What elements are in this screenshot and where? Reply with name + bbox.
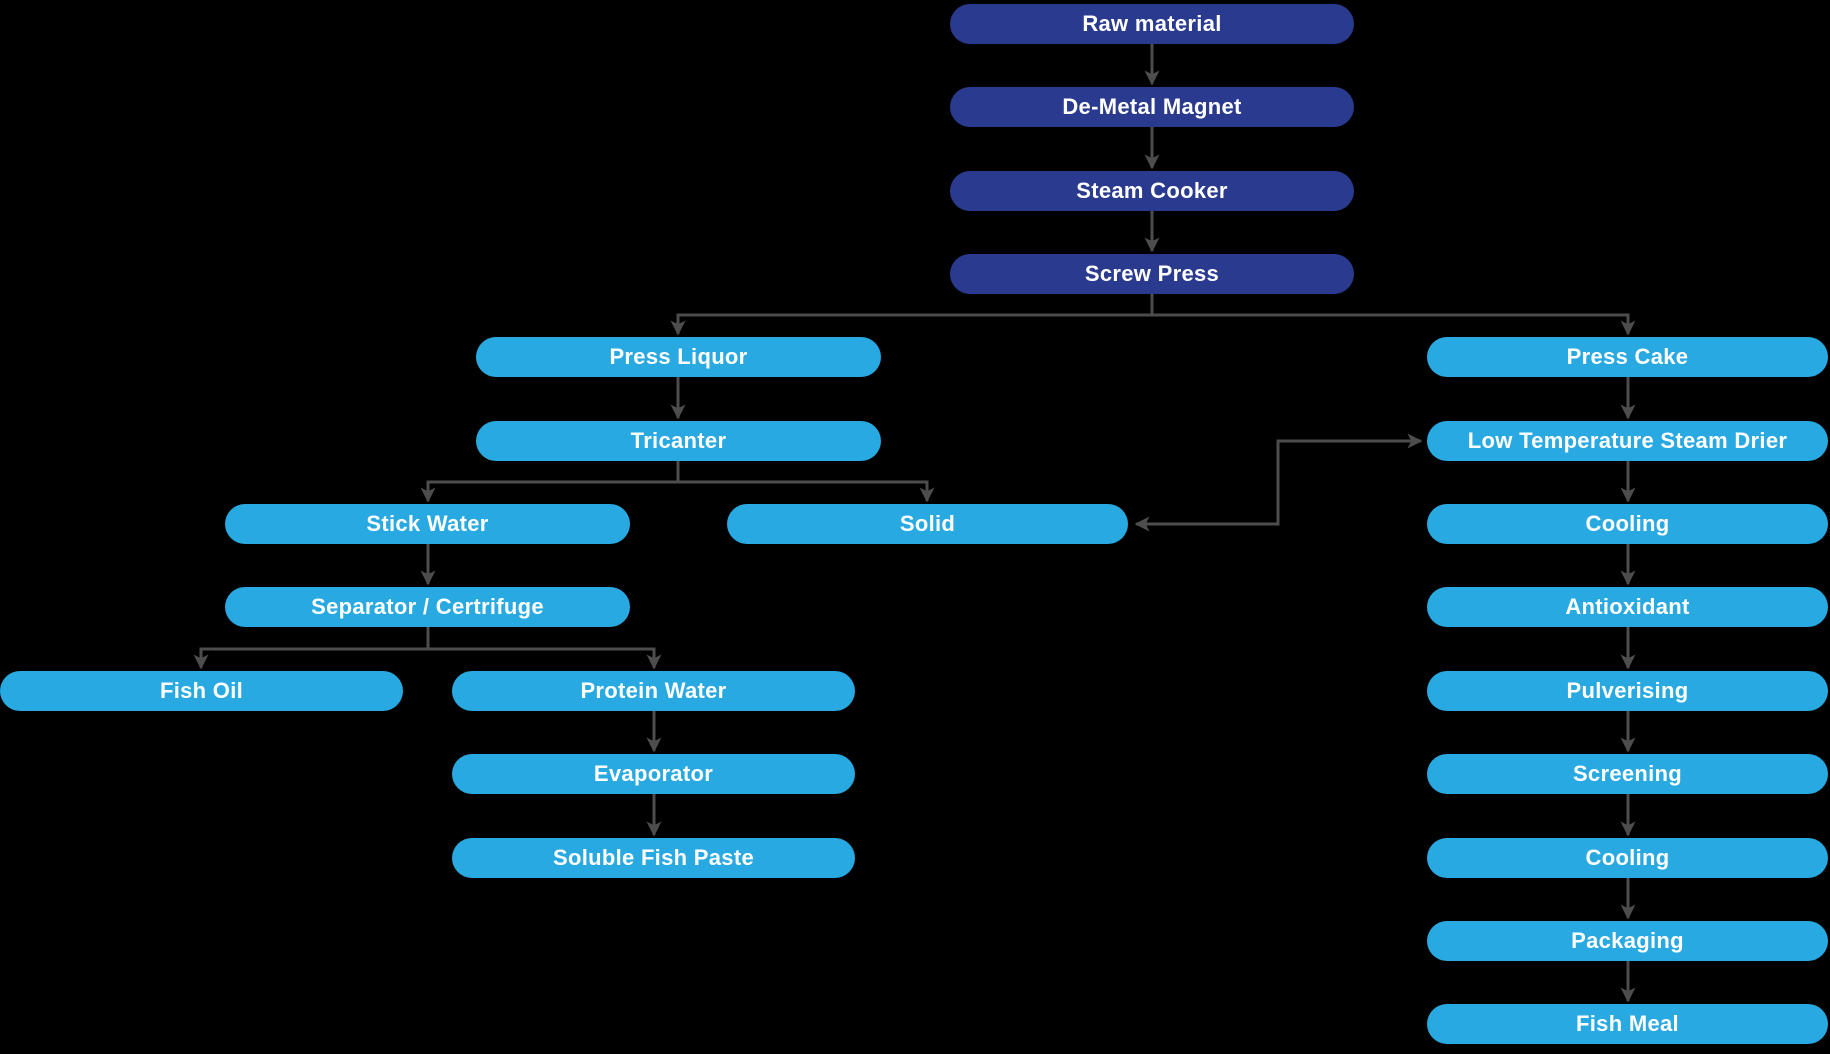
edge-separator-to-protein-water — [426, 627, 662, 670]
node-raw-material: Raw material — [950, 4, 1354, 44]
node-solid: Solid — [727, 504, 1128, 544]
node-fish-oil: Fish Oil — [0, 671, 403, 711]
node-cooling-1: Cooling — [1427, 504, 1828, 544]
edge-tricanter-to-stick-water — [420, 461, 680, 503]
edge-tricanter-to-solid — [676, 461, 935, 503]
node-evaporator: Evaporator — [452, 754, 855, 794]
node-press-liquor: Press Liquor — [476, 337, 881, 377]
node-low-temp-drier: Low Temperature Steam Drier — [1427, 421, 1828, 461]
node-protein-water: Protein Water — [452, 671, 855, 711]
node-screw-press: Screw Press — [950, 254, 1354, 294]
node-steam-cooker: Steam Cooker — [950, 171, 1354, 211]
node-separator: Separator / Certrifuge — [225, 587, 630, 627]
node-de-metal-magnet: De-Metal Magnet — [950, 87, 1354, 127]
edge-solid-to-low-temp-drier — [1134, 433, 1423, 532]
node-packaging: Packaging — [1427, 921, 1828, 961]
node-screening: Screening — [1427, 754, 1828, 794]
node-soluble-fish-paste: Soluble Fish Paste — [452, 838, 855, 878]
node-antioxidant: Antioxidant — [1427, 587, 1828, 627]
node-fish-meal: Fish Meal — [1427, 1004, 1828, 1044]
edge-screw-press-to-press-liquor — [670, 294, 1154, 336]
edge-separator-to-fish-oil — [193, 627, 430, 670]
node-cooling-2: Cooling — [1427, 838, 1828, 878]
node-press-cake: Press Cake — [1427, 337, 1828, 377]
node-pulverising: Pulverising — [1427, 671, 1828, 711]
node-stick-water: Stick Water — [225, 504, 630, 544]
edge-screw-press-to-press-cake — [1150, 294, 1636, 336]
node-tricanter: Tricanter — [476, 421, 881, 461]
